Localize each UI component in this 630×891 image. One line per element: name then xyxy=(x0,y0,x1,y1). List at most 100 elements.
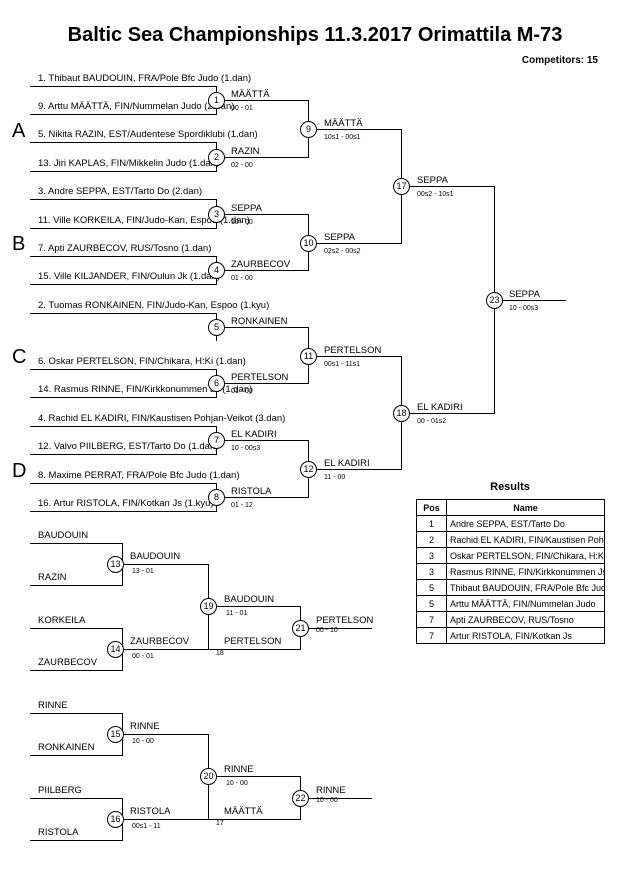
bracket-line xyxy=(216,270,308,271)
entry-label: 13. Jiri KAPLAS, FIN/Mikkelin Judo (1.da… xyxy=(38,158,220,169)
match-number: 22 xyxy=(292,790,309,807)
bracket-line xyxy=(308,129,401,130)
bracket-line xyxy=(30,228,216,229)
match-winner: EL KADIRI xyxy=(417,402,463,413)
bracket-line xyxy=(216,100,308,101)
bracket-line xyxy=(30,369,216,370)
match-winner: RISTOLA xyxy=(231,486,272,497)
match-score: 00 - 01 xyxy=(132,653,154,660)
entry-label: 8. Maxime PERRAT, FRA/Pole Bfc Judo (1.d… xyxy=(38,470,240,481)
match-score: 01 - 00 xyxy=(231,388,253,395)
result-pos: 3 xyxy=(416,547,447,564)
result-pos: 5 xyxy=(416,579,447,596)
result-pos: 7 xyxy=(416,627,447,644)
match-winner: RINNE xyxy=(130,721,160,732)
match-score: 10 - 00 xyxy=(132,738,154,745)
bracket-line xyxy=(30,86,216,87)
match-number: 11 xyxy=(300,348,317,365)
match-number: 14 xyxy=(107,641,124,658)
match-score: 10 - 00 xyxy=(226,780,248,787)
results-header-pos: Pos xyxy=(416,499,447,516)
bracket-line xyxy=(216,440,308,441)
bracket-line xyxy=(122,734,208,735)
match-number: 5 xyxy=(208,319,225,336)
match-score: 02s2 - 00s2 xyxy=(324,248,361,255)
bracket-line xyxy=(30,426,216,427)
bracket-line xyxy=(122,649,208,650)
result-pos: 7 xyxy=(416,611,447,628)
pool-label-b: B xyxy=(12,233,26,255)
match-score: 18 xyxy=(216,650,224,657)
repechage-entry: RONKAINEN xyxy=(38,742,95,753)
bracket-line xyxy=(30,798,122,799)
results-header-row: Pos Name xyxy=(416,499,605,516)
match-winner: PERTELSON xyxy=(231,372,289,383)
match-number: 4 xyxy=(208,262,225,279)
result-name: Artur RISTOLA, FIN/Kotkan Js xyxy=(446,627,605,644)
entry-label: 12. Valvo PIILBERG, EST/Tarto Do (1.dan) xyxy=(38,441,219,452)
match-score: 02 - 00 xyxy=(231,162,253,169)
competitors-count: Competitors: 15 xyxy=(521,55,598,66)
result-name: Rachid EL KADIRI, FIN/Kaustisen Pohjan-V… xyxy=(446,531,605,548)
repechage-entry: RAZIN xyxy=(38,572,67,583)
result-name: Thibaut BAUDOUIN, FRA/Pole Bfc Judo xyxy=(446,579,605,596)
match-number: 16 xyxy=(107,811,124,828)
entry-label: 11. Ville KORKEILA, FIN/Judo-Kan, Espoo … xyxy=(38,215,250,226)
match-winner: EL KADIRI xyxy=(231,429,277,440)
match-number: 10 xyxy=(300,235,317,252)
match-number: 18 xyxy=(393,405,410,422)
match-score: 00 - 01s2 xyxy=(417,418,447,425)
results-header-name: Name xyxy=(446,499,605,516)
match-score: 00 - 10 xyxy=(316,627,338,634)
repechage-entrant: MÄÄTTÄ xyxy=(224,806,263,817)
match-number: 15 xyxy=(107,726,124,743)
match-score: 11 - 00 xyxy=(324,474,346,481)
repechage-entry: PIILBERG xyxy=(38,785,82,796)
bracket-line xyxy=(122,564,208,565)
result-name: Rasmus RINNE, FIN/Kirkkonummen Js xyxy=(446,563,605,580)
bracket-line xyxy=(30,628,122,629)
bracket-line xyxy=(30,670,122,671)
match-score: 10 - 00 xyxy=(231,219,253,226)
entry-label: 3. Andre SEPPA, EST/Tarto Do (2.dan) xyxy=(38,186,203,197)
match-number: 8 xyxy=(208,489,225,506)
match-winner: BAUDOUIN xyxy=(130,551,181,562)
match-winner: ZAURBECOV xyxy=(231,259,291,270)
bracket-line xyxy=(30,713,122,714)
entry-label: 2. Tuomas RONKAINEN, FIN/Judo-Kan, Espoo… xyxy=(38,300,270,311)
repechage-entry: RISTOLA xyxy=(38,827,79,838)
match-winner: RONKAINEN xyxy=(231,316,288,327)
match-score: 00s2 - 10s1 xyxy=(417,191,454,198)
bracket-line xyxy=(122,819,208,820)
entry-label: 1. Thibaut BAUDOUIN, FRA/Pole Bfc Judo (… xyxy=(38,73,252,84)
bracket-line xyxy=(30,483,216,484)
match-number: 12 xyxy=(300,461,317,478)
bracket-line xyxy=(30,511,216,512)
result-name: Andre SEPPA, EST/Tarto Do xyxy=(446,515,605,532)
match-score: 01 - 12 xyxy=(231,502,253,509)
pool-label-d: D xyxy=(12,460,27,482)
match-number: 2 xyxy=(208,149,225,166)
bracket-line xyxy=(308,469,401,470)
repechage-entry: KORKEILA xyxy=(38,615,86,626)
match-number: 3 xyxy=(208,206,225,223)
match-score: 17 xyxy=(216,820,224,827)
bracket-line xyxy=(300,798,372,799)
match-winner: MÄÄTTÄ xyxy=(324,118,363,129)
match-score: 00s1 - 11s1 xyxy=(324,361,361,368)
bracket-line xyxy=(30,199,216,200)
bracket-line xyxy=(216,214,308,215)
entry-label: 16. Artur RISTOLA, FIN/Kotkan Js (1.kyu) xyxy=(38,498,214,509)
match-score: 10 - 00 xyxy=(316,797,338,804)
bracket-line xyxy=(30,543,122,544)
match-winner: ZAURBECOV xyxy=(130,636,190,647)
match-winner: BAUDOUIN xyxy=(224,594,275,605)
repechage-entry: RINNE xyxy=(38,700,68,711)
match-number: 21 xyxy=(292,620,309,637)
match-number: 19 xyxy=(200,598,217,615)
match-winner: MÄÄTTÄ xyxy=(231,89,270,100)
